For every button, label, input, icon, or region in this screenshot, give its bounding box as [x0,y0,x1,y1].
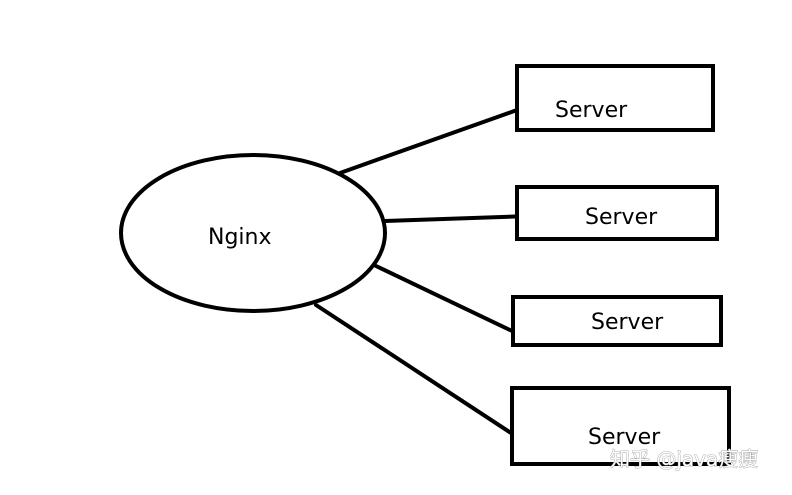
server-node-4: Server [510,386,731,466]
nginx-ellipse [119,153,387,313]
server-node-3: Server [511,295,723,347]
nginx-node: Nginx [119,153,387,313]
watermark-text: 知乎 @java瘦瘦 [610,447,758,471]
edge-nginx-server-3 [374,264,514,333]
server-label-3: Server [591,310,664,335]
nginx-label: Nginx [208,225,272,250]
server-label-2: Server [585,205,658,230]
server-box-1 [515,64,715,132]
server-box-3 [511,295,723,347]
server-label-4: Server [588,425,661,450]
edge-nginx-server-2 [383,214,532,223]
server-node-1: Server [515,64,715,132]
server-box-2 [515,185,719,241]
edge-nginx-server-4 [314,303,513,435]
server-label-1: Server [555,98,628,123]
edge-nginx-server-1 [338,108,519,175]
server-box-4 [510,386,731,466]
server-node-2: Server [515,185,719,241]
